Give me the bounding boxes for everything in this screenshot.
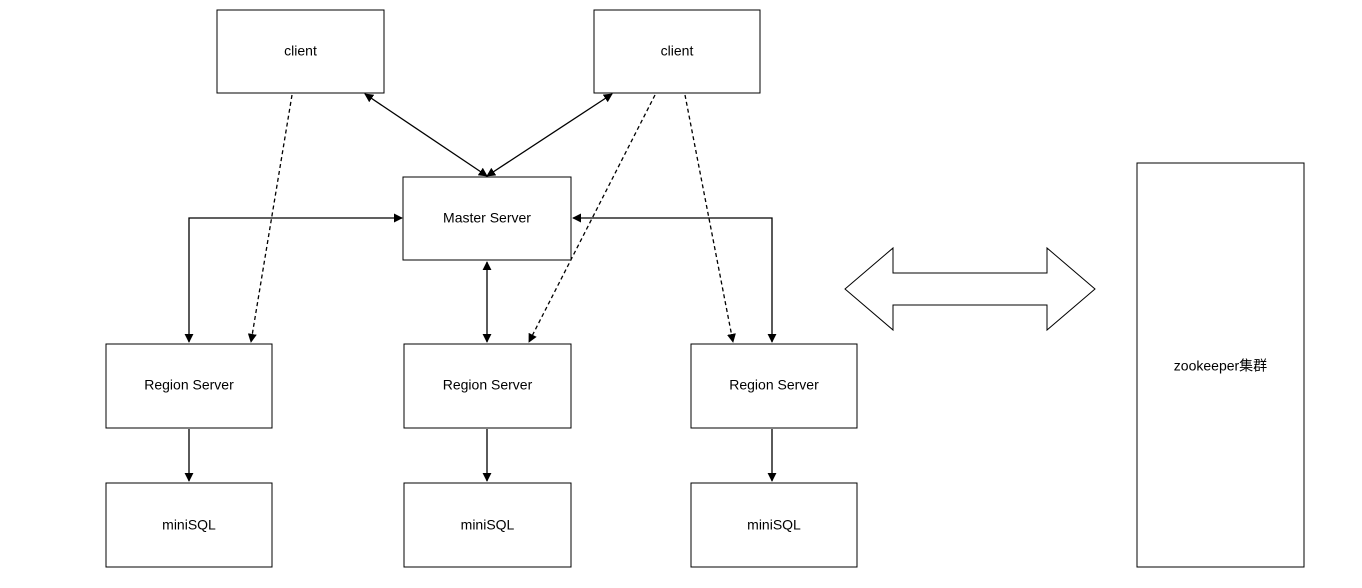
minisql-left-label: miniSQL — [162, 517, 216, 533]
edge-master-region-right — [572, 213, 777, 343]
minisql-right-label: miniSQL — [747, 517, 801, 533]
client-node-right: client — [593, 9, 761, 94]
region-server-left-label: Region Server — [144, 377, 234, 393]
master-server-node: Master Server — [402, 176, 572, 261]
region-server-node-center: Region Server — [403, 343, 572, 429]
zookeeper-cluster-node: zookeeper集群 — [1136, 162, 1305, 568]
edge-client-left-master — [364, 93, 488, 177]
zookeeper-cluster-label: zookeeper集群 — [1174, 358, 1267, 374]
region-server-center-label: Region Server — [443, 377, 533, 393]
minisql-node-left: miniSQL — [105, 482, 273, 568]
client-node-left-label: client — [284, 43, 317, 59]
region-server-node-left: Region Server — [105, 343, 273, 429]
edge-client-right-master — [486, 93, 613, 177]
region-server-node-right: Region Server — [690, 343, 858, 429]
region-server-right-label: Region Server — [729, 377, 819, 393]
edge-master-region-left — [184, 213, 403, 343]
edge-client-right-region-center-dashed — [528, 94, 656, 343]
client-node-left: client — [216, 9, 385, 94]
minisql-node-right: miniSQL — [690, 482, 858, 568]
minisql-center-label: miniSQL — [461, 517, 515, 533]
master-server-label: Master Server — [443, 210, 531, 226]
minisql-node-center: miniSQL — [403, 482, 572, 568]
client-node-right-label: client — [661, 43, 694, 59]
double-arrow-shape — [844, 246, 1096, 332]
